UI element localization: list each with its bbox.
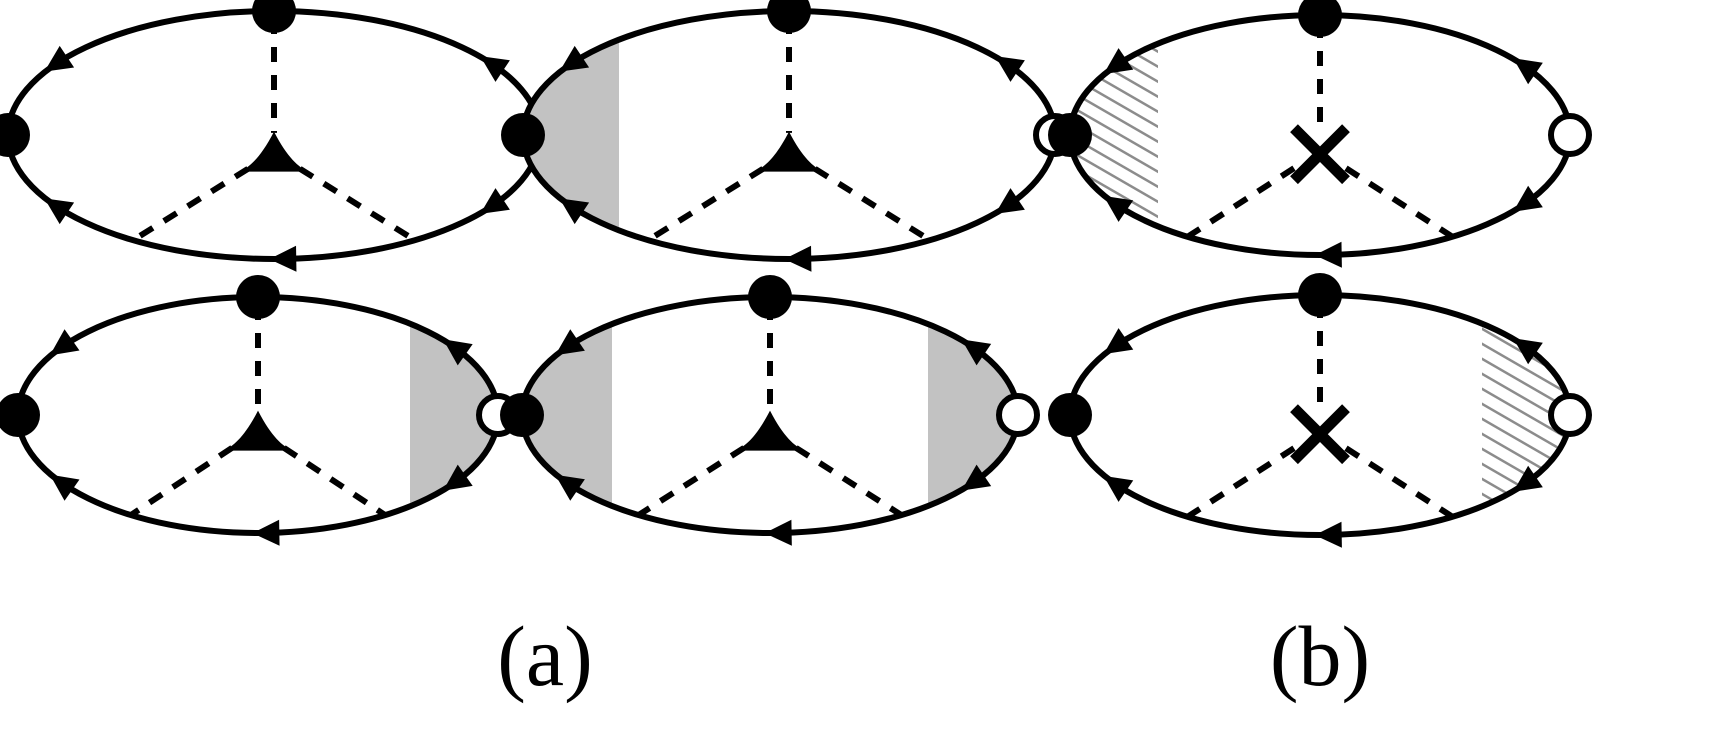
dashed-interaction-line-left-1 <box>131 166 250 243</box>
propagator-arrow-3-top-right <box>1103 48 1134 75</box>
panel-label-panel-b: (b) <box>1270 608 1370 704</box>
diagrams-layer <box>0 0 1592 548</box>
filled-vertex-dot-top-2[interactable] <box>767 0 811 33</box>
open-vertex-circle-right-3[interactable] <box>1548 113 1592 157</box>
filled-vertex-dot-left-3[interactable] <box>1048 113 1092 157</box>
filled-vertex-dot-top-4[interactable] <box>236 275 280 319</box>
cross-vertex-3 <box>1290 124 1350 185</box>
filled-vertex-dot-top-1[interactable] <box>252 0 296 33</box>
propagator-arrow-5-bottom-right <box>555 474 585 501</box>
propagator-arrow-2-bottom-center <box>784 245 812 272</box>
propagator-arrow-5-bottom-left <box>961 464 992 491</box>
dashed-interaction-line-right-2 <box>813 166 932 243</box>
propagator-arrow-4-top-right <box>49 329 80 356</box>
filled-vertex-dot-left-1[interactable] <box>0 113 30 157</box>
propagator-arrow-1-bottom-center <box>269 245 297 272</box>
diagram-diagram-2 <box>501 0 1077 272</box>
propagator-arrow-5-bottom-center <box>764 519 792 546</box>
propagator-arrow-2-bottom-left <box>995 188 1025 214</box>
propagator-arrow-1-top-left <box>480 56 510 82</box>
propagator-arrow-3-bottom-center <box>1314 241 1342 268</box>
propagator-arrow-4-bottom-left <box>443 464 473 491</box>
propagator-arrow-2-top-left <box>995 56 1025 82</box>
dashed-interaction-line-left-4 <box>129 445 234 518</box>
propagator-arrow-1-top-right <box>44 45 75 72</box>
propagator-arrow-6-bottom-center <box>1314 521 1342 548</box>
open-vertex-circle-right-6[interactable] <box>1548 393 1592 437</box>
cross-vertex-6 <box>1290 404 1350 465</box>
propagator-arrow-1-bottom-right <box>44 198 75 225</box>
propagator-arrow-4-bottom-center <box>252 519 280 546</box>
diagram-diagram-6 <box>1048 273 1592 548</box>
panel-label-panel-a: (a) <box>497 608 592 704</box>
dashed-interaction-line-left-6 <box>1185 445 1296 520</box>
propagator-arrow-4-bottom-right <box>49 474 80 501</box>
dashed-interaction-line-right-3 <box>1344 165 1455 240</box>
dashed-interaction-line-left-2 <box>646 166 765 243</box>
propagator-arrow-6-bottom-left <box>1513 465 1543 492</box>
propagator-arrow-5-top-left <box>961 339 992 366</box>
propagator-arrow-6-top-left <box>1513 338 1543 365</box>
propagator-arrow-3-top-left <box>1513 58 1543 85</box>
propagator-arrow-1-bottom-left <box>480 188 510 214</box>
dashed-interaction-line-left-3 <box>1185 165 1296 240</box>
dashed-interaction-line-right-4 <box>282 445 387 518</box>
propagator-arrow-3-bottom-right <box>1103 195 1134 222</box>
filled-vertex-dot-top-5[interactable] <box>748 275 792 319</box>
diagram-diagram-1 <box>0 0 562 272</box>
diagram-diagram-4 <box>0 275 520 546</box>
dashed-interaction-line-right-5 <box>794 445 904 518</box>
filled-triangle-vertex-4 <box>224 410 292 451</box>
propagator-arrow-6-top-right <box>1103 328 1134 355</box>
cross-stroke-b-3 <box>1290 124 1350 185</box>
filled-vertex-dot-left-2[interactable] <box>501 113 545 157</box>
filled-triangle-vertex-1 <box>240 131 308 172</box>
propagator-arrow-6-bottom-right <box>1103 475 1134 502</box>
cross-stroke-b-6 <box>1290 404 1350 465</box>
filled-vertex-dot-left-4[interactable] <box>0 393 40 437</box>
propagator-arrow-2-bottom-right <box>559 198 590 225</box>
propagator-arrow-4-top-left <box>443 339 473 366</box>
filled-vertex-dot-top-6[interactable] <box>1298 273 1342 317</box>
filled-vertex-dot-top-3[interactable] <box>1298 0 1342 37</box>
filled-triangle-vertex-5 <box>736 410 804 451</box>
propagator-arrow-2-top-right <box>559 45 590 72</box>
propagator-arrow-3-bottom-left <box>1513 185 1543 212</box>
filled-triangle-vertex-2 <box>755 131 823 172</box>
dashed-interaction-line-right-1 <box>298 166 417 243</box>
filled-vertex-dot-left-5[interactable] <box>500 393 544 437</box>
diagram-diagram-3 <box>1048 0 1592 268</box>
filled-vertex-dot-left-6[interactable] <box>1048 393 1092 437</box>
panel-labels-layer: (a) (b) <box>497 608 1370 704</box>
propagator-arrow-5-top-right <box>555 329 585 356</box>
dashed-interaction-line-right-6 <box>1344 445 1455 520</box>
diagram-diagram-5 <box>500 275 1040 546</box>
dashed-interaction-line-left-5 <box>636 445 746 518</box>
open-vertex-circle-right-5[interactable] <box>996 393 1040 437</box>
